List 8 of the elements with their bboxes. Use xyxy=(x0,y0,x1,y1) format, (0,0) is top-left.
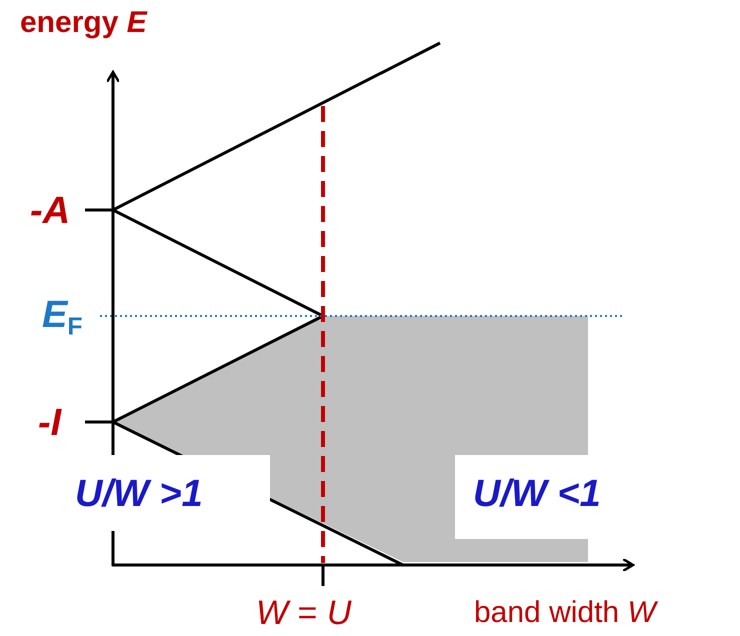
energy-level-label: -A xyxy=(30,192,70,230)
regime-label: U/W <1 xyxy=(473,475,601,513)
axis-label: band width W xyxy=(474,598,656,628)
regime-label: U/W >1 xyxy=(75,475,203,513)
axis-label: energy E xyxy=(20,8,147,38)
energy-level-label: -I xyxy=(38,404,62,442)
fermi-level-label: E$_{F}$ xyxy=(42,296,82,340)
tick-label: W = U xyxy=(256,596,352,630)
